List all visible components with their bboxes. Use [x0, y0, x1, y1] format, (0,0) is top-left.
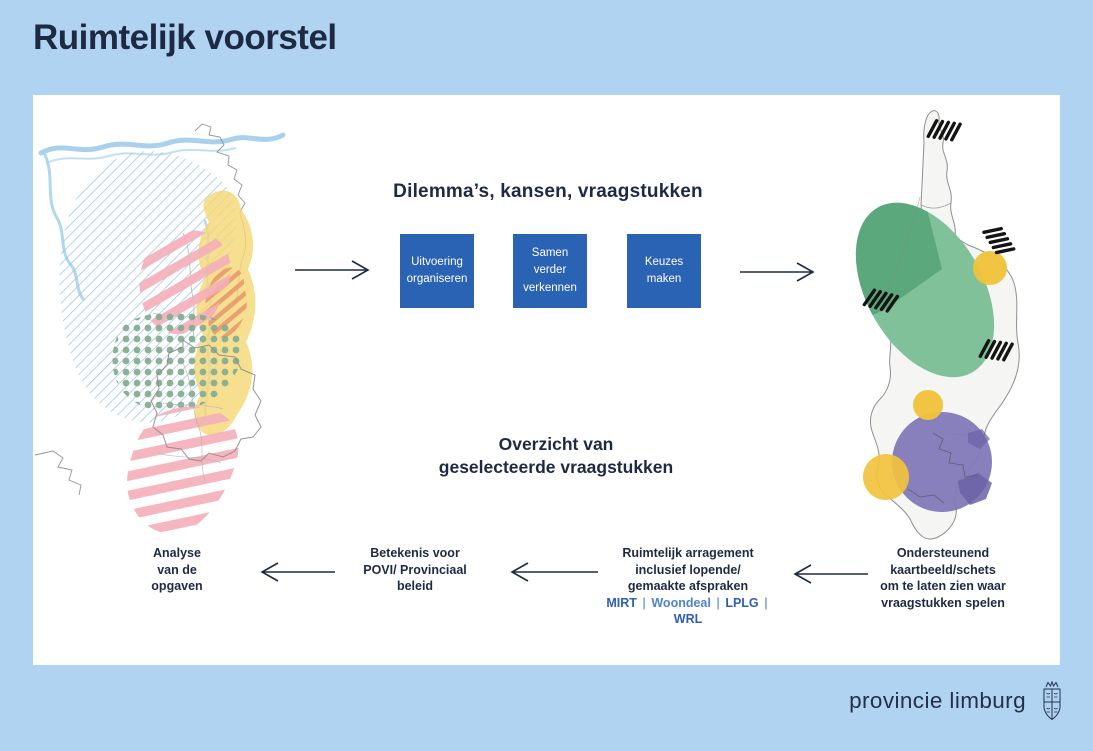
heading-overzicht-line2: geselecteerde vraagstukken: [438, 456, 674, 477]
step-line: gemaakte afspraken: [627, 579, 749, 593]
yellow-issue-circle-east: [973, 251, 1007, 285]
provincie-limburg-logo: provincie limburg: [849, 681, 1065, 721]
tag-separator: |: [642, 595, 646, 610]
agreement-tags: MIRT | Woondeal | LPLG |: [598, 595, 778, 612]
process-box-label: Uitvoering organiseren: [406, 255, 468, 285]
step-betekenis: Betekenis voor POVI/ Provinciaal beleid: [335, 545, 495, 595]
tag-wrl: WRL: [673, 612, 703, 626]
tag-mirt: MIRT: [606, 595, 637, 610]
step-line: beleid: [396, 579, 434, 593]
overlay-pink-stripes-south: [126, 406, 239, 534]
arrow-left-icon: [505, 560, 600, 584]
step-line: Analyse: [153, 546, 201, 560]
limburg-coat-of-arms-icon: [1043, 681, 1061, 721]
heading-overzicht: Overzicht van geselecteerde vraagstukken: [376, 433, 736, 479]
process-box-label: Samen verder verkennen: [523, 247, 577, 294]
step-line: POVI/ Provinciaal: [363, 562, 467, 577]
purple-region-circle: [892, 412, 992, 512]
heading-overzicht-line1: Overzicht van: [498, 434, 614, 454]
arrow-right-icon: [738, 260, 818, 284]
content-card: Dilemma’s, kansen, vraagstukken Overzich…: [33, 95, 1060, 665]
page-title: Ruimtelijk voorstel: [33, 18, 337, 57]
tag-woondeal: Woondeal: [651, 595, 711, 610]
arrow-right-icon: [293, 258, 373, 282]
step-line: om te laten zien waar: [880, 579, 1006, 593]
overlay-pink-stripes-mid: [139, 230, 231, 335]
yellow-issue-circle-south: [863, 454, 909, 500]
process-box-keuzes: Keuzes maken: [627, 234, 701, 308]
issues-map-schematic: [838, 110, 1020, 540]
step-kaartbeeld: Ondersteunend kaartbeeld/schets om te la…: [858, 545, 1028, 611]
step-arrangement: Ruimtelijk arragement inclusief lopende/…: [598, 545, 778, 628]
step-line: Betekenis voor: [370, 546, 460, 560]
tag-separator: |: [716, 595, 720, 610]
yellow-issue-circle-mid: [913, 390, 943, 420]
arrow-left-icon: [788, 562, 870, 586]
step-line: Ruimtelijk arragement: [622, 546, 754, 560]
step-line: vraagstukken spelen: [881, 595, 1005, 610]
analysis-map-sketch: [34, 123, 286, 534]
process-box-samen: Samen verder verkennen: [513, 234, 587, 308]
step-line: opgaven: [151, 579, 203, 593]
heading-dilemmas: Dilemma’s, kansen, vraagstukken: [393, 181, 703, 202]
south-limburg-outline: [150, 339, 262, 462]
step-line: inclusief lopende/: [635, 562, 741, 577]
step-analyse: Analyse van de opgaven: [117, 545, 237, 595]
step-line: kaartbeeld/schets: [890, 562, 996, 577]
overlay-green-dots: [112, 311, 243, 412]
tag-separator: |: [764, 595, 768, 610]
step-line: Ondersteunend: [896, 546, 990, 560]
process-box-label: Keuzes maken: [644, 255, 684, 285]
agreement-tags-line2: WRL: [598, 611, 778, 628]
step-line: van de: [157, 562, 197, 577]
logo-text: provincie limburg: [849, 688, 1026, 713]
arrow-left-icon: [255, 560, 337, 584]
process-box-uitvoering: Uitvoering organiseren: [400, 234, 474, 308]
tag-lplg: LPLG: [725, 595, 759, 610]
